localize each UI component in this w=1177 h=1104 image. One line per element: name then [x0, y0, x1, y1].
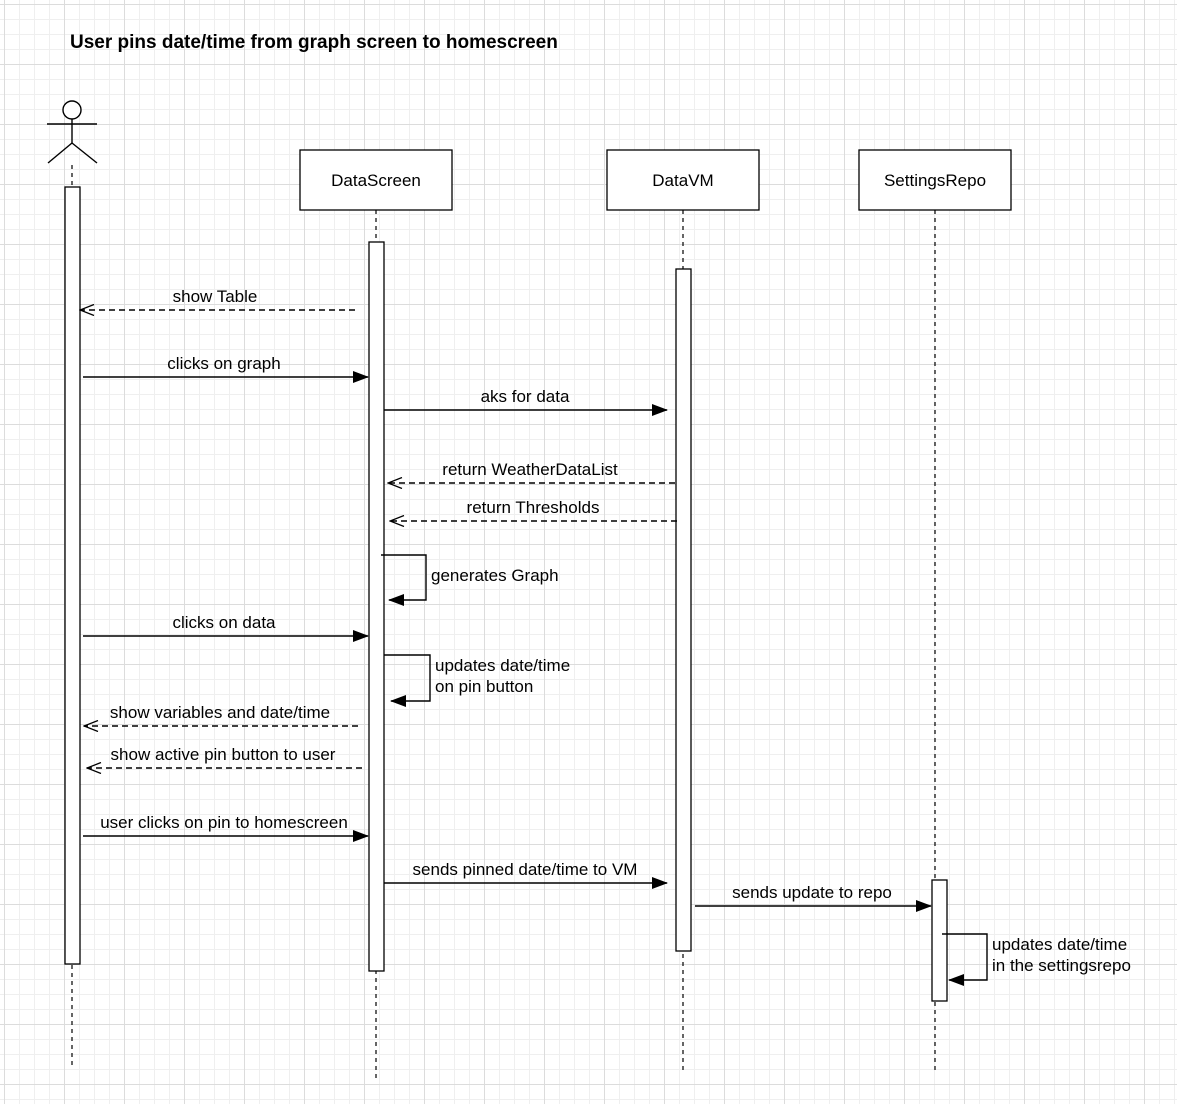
- participant-box-datascreen: [299, 149, 453, 211]
- user-actor-icon: [47, 100, 98, 164]
- message-label: show Table: [173, 287, 258, 306]
- participant-box-datavm: [606, 149, 760, 211]
- participant-label-settingsrepo: SettingsRepo: [884, 171, 986, 190]
- message-label: show variables and date/time: [110, 703, 330, 722]
- self-message-arrow: [384, 654, 431, 707]
- activation-bar-datavm: [675, 268, 692, 952]
- self-message-arrow: [942, 933, 988, 986]
- self-message-label: generates Graph: [431, 566, 559, 585]
- message-label: user clicks on pin to homescreen: [100, 813, 348, 832]
- actor-left-leg: [47, 142, 73, 164]
- self-message-arrow: [381, 554, 427, 606]
- participant-box-settingsrepo: [858, 149, 1012, 211]
- message-label: return Thresholds: [467, 498, 600, 517]
- participant-label-datavm: DataVM: [652, 171, 713, 190]
- activation-bar-settingsrepo: [931, 879, 948, 1002]
- diagram-title: User pins date/time from graph screen to…: [70, 32, 558, 53]
- activation-bar-user: [64, 186, 81, 965]
- message-label: sends pinned date/time to VM: [413, 860, 638, 879]
- message-label: return WeatherDataList: [442, 460, 618, 479]
- message-label: aks for data: [481, 387, 570, 406]
- activation-bar-datascreen: [368, 241, 385, 972]
- participant-label-datascreen: DataScreen: [331, 171, 421, 190]
- message-label: clicks on graph: [167, 354, 280, 373]
- actor-head: [62, 100, 82, 120]
- message-label: show active pin button to user: [111, 745, 336, 764]
- message-label: clicks on data: [173, 613, 277, 632]
- actor-right-leg: [71, 142, 98, 164]
- message-label: sends update to repo: [732, 883, 892, 902]
